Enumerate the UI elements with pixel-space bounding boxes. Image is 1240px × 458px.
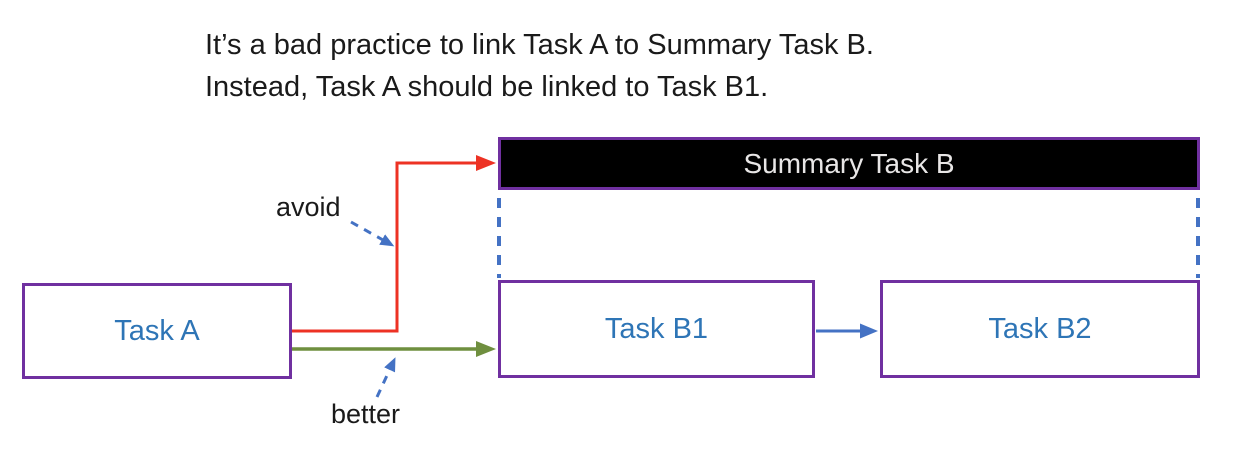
avoid-callout-arrow bbox=[350, 220, 395, 247]
task-a-label: Task A bbox=[114, 314, 200, 347]
task-b2-box: Task B2 bbox=[880, 280, 1200, 378]
task-b1-label: Task B1 bbox=[604, 312, 709, 345]
better-callout-arrow bbox=[375, 357, 396, 398]
caption-line-1: It’s a bad practice to link Task A to Su… bbox=[205, 29, 874, 61]
task-b2-label: Task B2 bbox=[988, 312, 1092, 345]
task-a-box: Task A bbox=[22, 283, 292, 379]
task-b1-box: Task B1 bbox=[498, 280, 815, 378]
summary-task-b-bar: Summary Task B bbox=[498, 137, 1200, 190]
avoid-label: avoid bbox=[276, 192, 341, 222]
caption: It’s a bad practice to link Task A to Su… bbox=[205, 24, 874, 108]
avoid-link-arrow bbox=[292, 155, 496, 333]
better-label: better bbox=[331, 399, 401, 429]
caption-line-2: Instead, Task A should be linked to Task… bbox=[205, 71, 769, 103]
summary-task-b-label: Summary Task B bbox=[743, 147, 955, 179]
